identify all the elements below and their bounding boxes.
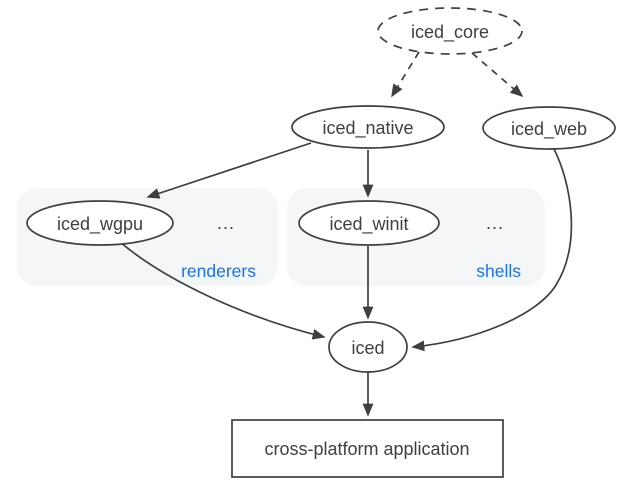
edge-wgpu-to-iced	[119, 241, 326, 340]
node-iced-web-shape	[482, 106, 616, 150]
node-iced-wgpu: iced_wgpu	[26, 200, 174, 246]
node-iced-web: iced_web	[482, 106, 616, 150]
node-iced-winit-label: iced_winit	[329, 214, 408, 235]
node-iced-core-shape	[377, 7, 523, 55]
node-iced-native: iced_native	[291, 105, 445, 149]
node-iced: iced	[328, 321, 408, 373]
node-application-label: cross-platform application	[264, 439, 469, 459]
node-iced-core-label: iced_core	[411, 22, 489, 43]
group-shells-ellipsis: ...	[486, 213, 504, 233]
node-iced-wgpu-shape	[26, 200, 174, 246]
node-iced-winit: iced_winit	[298, 200, 440, 246]
node-iced-native-shape	[291, 105, 445, 149]
node-iced-wgpu-label: iced_wgpu	[57, 214, 143, 235]
group-renderers-ellipsis: ...	[217, 213, 235, 233]
edge-web-to-iced	[411, 148, 573, 352]
node-iced-winit-shape	[298, 200, 440, 246]
node-iced-web-label: iced_web	[511, 119, 587, 140]
edge-core-to-native	[391, 51, 420, 98]
edge-core-to-web	[471, 52, 524, 98]
edge-native-to-wgpu	[146, 142, 312, 199]
node-iced-shape	[328, 321, 408, 373]
node-application: cross-platform application	[231, 419, 504, 478]
node-iced-core: iced_core	[377, 7, 523, 55]
group-shells-label: shells	[476, 261, 521, 281]
node-iced-native-label: iced_native	[322, 118, 413, 139]
group-renderers-label: renderers	[181, 261, 256, 281]
node-iced-label: iced	[351, 338, 384, 358]
node-application-shape	[231, 419, 504, 478]
